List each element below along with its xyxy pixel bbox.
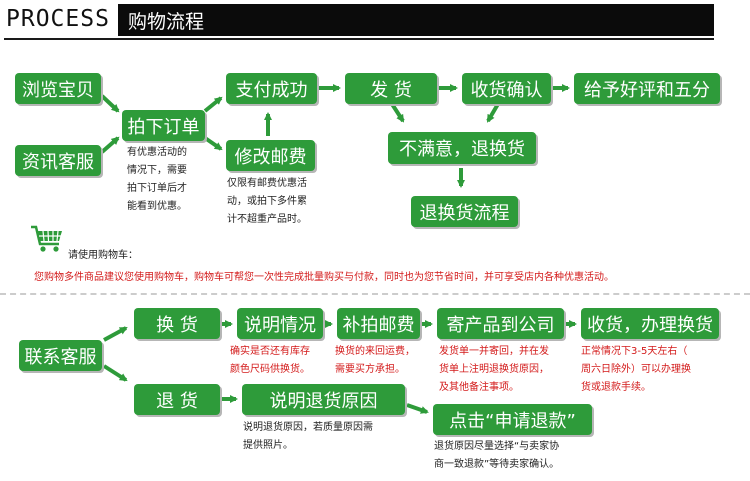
cart-description: 您购物多件商品建议您使用购物车，购物车可帮您一次性完成批量购买与付款，同时也为您… [34, 272, 614, 283]
step-send-back-label: 寄产品到公司 [446, 314, 555, 336]
step-contact-service-label: 联系客服 [24, 346, 97, 368]
step-explain: 说明情况 [237, 308, 323, 339]
step-explain-reason: 说明退货原因 [242, 384, 405, 415]
step-exchange-label: 换 货 [156, 314, 198, 336]
note-repay: 换货的来回运费， 需要买方承担。 [335, 346, 415, 375]
step-review-label: 给予好评和五分 [584, 79, 710, 101]
arrow-ship-unsat [390, 102, 405, 123]
step-receive-exchange: 收货，办理换货 [581, 308, 719, 339]
header-bar: 购物流程 [118, 4, 714, 36]
step-apply-refund: 点击“申请退款” [433, 404, 592, 435]
step-ship-label: 发 货 [370, 79, 412, 101]
page-title: 购物流程 [128, 11, 205, 33]
step-unsatisfied-label: 不满意，退换货 [399, 139, 525, 160]
arrow-contact-exchange [103, 326, 128, 342]
arrow-browse-order [100, 94, 120, 113]
section-divider [0, 293, 750, 295]
header-underline [4, 38, 714, 40]
step-refund: 退 货 [134, 384, 220, 415]
step-send-back: 寄产品到公司 [437, 308, 564, 339]
step-unsatisfied: 不满意，退换货 [388, 132, 536, 164]
arrow-reason-apply [406, 403, 429, 414]
arrow-contact-refund [102, 364, 128, 382]
cart-title: 请使用购物车： [68, 250, 138, 261]
arrow-receive-unsat [486, 102, 500, 123]
note-send: 发货单一并寄回，并在发 货单上注明退换货原因， 及其他备注事项。 [439, 346, 549, 393]
step-order: 拍下订单 [122, 110, 205, 141]
step-modify-postage: 修改邮费 [226, 140, 315, 171]
step-repay-postage: 补拍邮费 [337, 308, 420, 339]
step-ship: 发 货 [345, 73, 437, 104]
header-word: PROCESS [6, 6, 110, 32]
note-explain: 确实是否还有库存 颜色尺码供换货。 [230, 346, 310, 375]
step-contact-service: 联系客服 [19, 340, 102, 371]
note-reason: 说明退货原因，若质量原因需 提供照片。 [243, 422, 373, 451]
step-consult-label: 资讯客服 [22, 151, 94, 173]
step-explain-label: 说明情况 [244, 314, 316, 336]
shopping-cart-icon [31, 225, 62, 252]
note-receive: 正常情况下3-5天左右（ 周六日除外）可以办理换 货或退款手续。 [581, 346, 691, 393]
step-modify-postage-label: 修改邮费 [234, 146, 307, 168]
step-exchange: 换 货 [134, 308, 220, 339]
note-order: 有优惠活动的 情况下，需要 拍下订单后才 能看到优惠。 [127, 147, 187, 212]
step-receive-exchange-label: 收货，办理换货 [587, 314, 713, 336]
step-order-label: 拍下订单 [127, 116, 200, 138]
step-consult: 资讯客服 [15, 145, 101, 176]
step-browse: 浏览宝贝 [15, 73, 101, 104]
arrow-order-pay [203, 96, 223, 113]
step-pay-label: 支付成功 [235, 79, 308, 101]
arrow-consult-order [100, 136, 120, 154]
step-review: 给予好评和五分 [574, 73, 720, 104]
step-return-flow: 退换货流程 [411, 196, 518, 227]
step-repay-postage-label: 补拍邮费 [342, 314, 415, 336]
step-pay: 支付成功 [226, 73, 317, 104]
arrow-order-modify [203, 136, 223, 151]
step-receive-label: 收货确认 [470, 79, 543, 101]
note-postage: 仅限有邮费优惠活 动，或拍下多件累 计不超重产品时。 [227, 178, 307, 225]
step-explain-reason-label: 说明退货原因 [269, 390, 378, 412]
step-apply-refund-label: 点击“申请退款” [449, 410, 576, 432]
step-return-flow-label: 退换货流程 [419, 202, 510, 224]
note-apply: 退货原因尽量选择“与卖家协 商一致退款”等待卖家确认。 [434, 441, 560, 470]
step-browse-label: 浏览宝贝 [22, 79, 94, 101]
step-refund-label: 退 货 [156, 390, 198, 412]
step-receive: 收货确认 [462, 73, 551, 104]
